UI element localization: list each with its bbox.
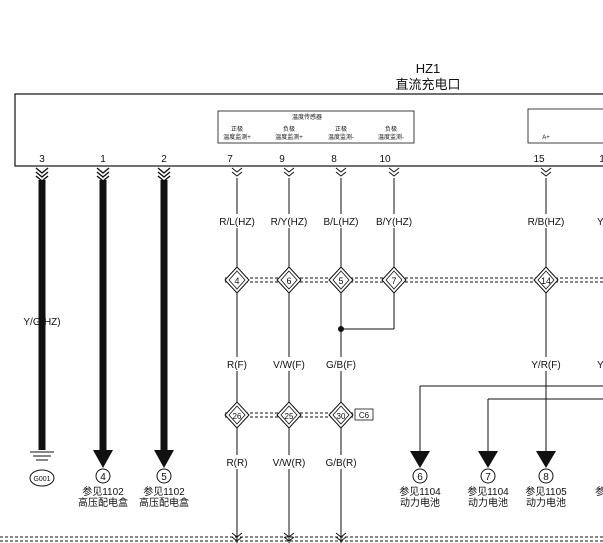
temp-slot-3-bottom: 温度监测-: [328, 133, 354, 141]
temp-sensor-title: 温度传感器: [292, 113, 322, 121]
thin-wire-arrows: [410, 451, 556, 468]
right-terminal-label: A+: [542, 135, 550, 141]
splice-5: 5: [338, 276, 343, 286]
ref-8-line1: 参见1105: [525, 485, 567, 498]
pin-chevrons-thin: [231, 167, 552, 542]
thick-wire-arrows: [93, 450, 174, 468]
splice-6: 6: [286, 276, 291, 286]
splice-7: 7: [391, 276, 396, 286]
thick-wires: [38, 180, 168, 452]
wire-label-y-r-f: Y/R(F): [531, 360, 560, 371]
ref-8-num: 8: [543, 472, 549, 483]
ref-4-num: 4: [100, 472, 106, 483]
ref-7-line1: 参见1104: [467, 485, 509, 498]
wire-label-y-edge-middle: Y: [597, 360, 603, 371]
lower-splice-diamonds: [224, 401, 354, 429]
pin-chevrons-thick: [35, 167, 171, 182]
wire-label-b-l-hz: B/L(HZ): [324, 217, 359, 228]
pin-15: 15: [533, 154, 545, 165]
upper-splice-diamonds-inner: [228, 270, 555, 290]
pin-9: 9: [279, 154, 285, 165]
ref-7-line2: 动力电池: [468, 496, 508, 509]
right-terminal-box: [527, 108, 603, 144]
lower-splice-diamonds-inner: [228, 405, 350, 425]
bottom-dashed-line: [0, 536, 603, 542]
wire-label-v-w-r: V/W(R): [273, 458, 306, 469]
connector-tag: C6: [359, 411, 370, 420]
temp-sensor-box: 温度传感器 正极 温度监测+ 负极 温度监测+ 正极 温度监测- 负极 温度监测…: [217, 110, 415, 144]
wire-label-g-b-f: G/B(F): [326, 360, 356, 371]
ref-5-line1: 参见1102: [143, 485, 185, 498]
ground-icon: [29, 451, 55, 487]
wire-label-r-r: R(R): [226, 458, 247, 469]
temp-slot-1-top: 正极: [231, 125, 243, 133]
upper-splice-diamonds: [224, 266, 559, 294]
pin-10: 10: [379, 154, 391, 165]
connector-box: [14, 93, 603, 167]
ref-6-num: 6: [417, 472, 423, 483]
wire-label-r-y-hz: R/Y(HZ): [271, 217, 308, 228]
ref-7-num: 7: [485, 472, 491, 483]
wire-label-r-l-hz: R/L(HZ): [219, 217, 255, 228]
ref-edge-line1: 参: [595, 485, 603, 498]
ref-5-line2: 高压配电盒: [139, 496, 189, 509]
pin-3: 3: [39, 154, 45, 165]
temp-slot-3-top: 正极: [335, 125, 347, 133]
pin-8: 8: [331, 154, 337, 165]
splice-4: 4: [234, 276, 239, 286]
ground-label: G001: [33, 476, 50, 483]
wire-label-r-b-hz: R/B(HZ): [528, 217, 565, 228]
ref-4-line1: 参见1102: [82, 485, 124, 498]
junction-dot: [338, 326, 344, 332]
splice-25: 25: [285, 412, 294, 421]
ref-4-line2: 高压配电盒: [78, 496, 128, 509]
splice-26: 26: [233, 412, 242, 421]
reference-circles: [95, 468, 554, 484]
temp-slot-2-top: 负极: [283, 125, 295, 133]
pin-1: 1: [100, 154, 106, 165]
wire-label-v-w-f: V/W(F): [273, 360, 305, 371]
ref-8-line2: 动力电池: [526, 496, 566, 509]
upper-wire-labels: [216, 214, 567, 228]
temp-slot-1-bottom: 温度监测+: [223, 133, 251, 141]
wire-label-b-y-hz: B/Y(HZ): [376, 217, 412, 228]
wire-label-r-f: R(F): [227, 360, 247, 371]
temp-slot-2-bottom: 温度监测+: [275, 133, 303, 141]
wire-label-g-b-r: G/B(R): [325, 458, 356, 469]
middle-wire-label-bgs: [222, 357, 562, 371]
connector-id: HZ1: [416, 61, 441, 76]
ref-5-num: 5: [161, 472, 167, 483]
temp-slot-4-top: 负极: [385, 125, 397, 133]
pin-1b: 1: [599, 154, 603, 165]
ground-wire-label: Y/G(HZ): [23, 317, 60, 328]
splice-30: 30: [337, 412, 346, 421]
lower-wire-label-bgs: [222, 455, 360, 469]
ref-6-line1: 参见1104: [399, 485, 441, 498]
splice-14: 14: [541, 276, 551, 286]
connector-tag-box: [354, 408, 374, 421]
connector-name: 直流充电口: [395, 77, 460, 92]
pin-7: 7: [227, 154, 233, 165]
pin-2: 2: [161, 154, 167, 165]
wire-label-y-edge-upper: Y: [597, 217, 603, 228]
temp-slot-4-bottom: 温度监测-: [378, 133, 404, 141]
ref-6-line2: 动力电池: [400, 496, 440, 509]
